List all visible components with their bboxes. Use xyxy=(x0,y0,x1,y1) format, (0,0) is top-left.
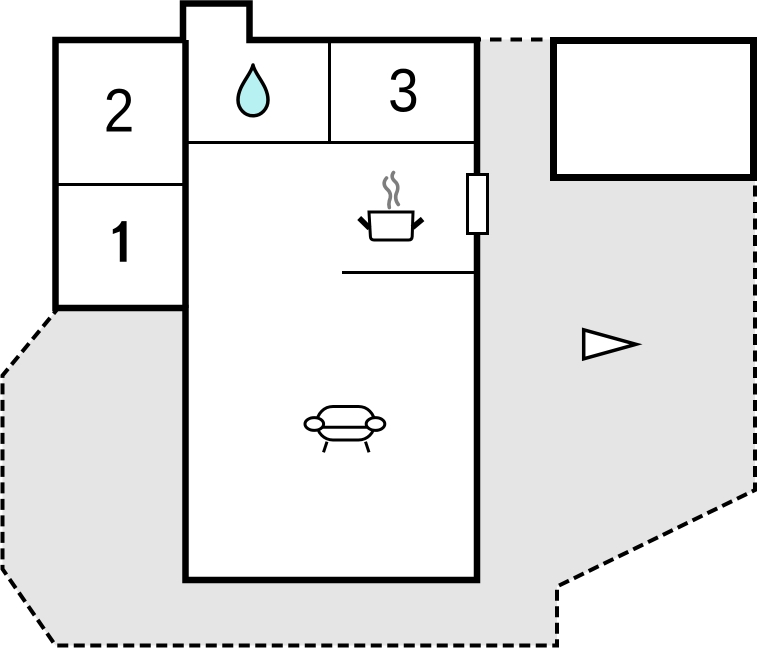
svg-text:3: 3 xyxy=(388,57,419,125)
svg-text:2: 2 xyxy=(104,77,135,145)
